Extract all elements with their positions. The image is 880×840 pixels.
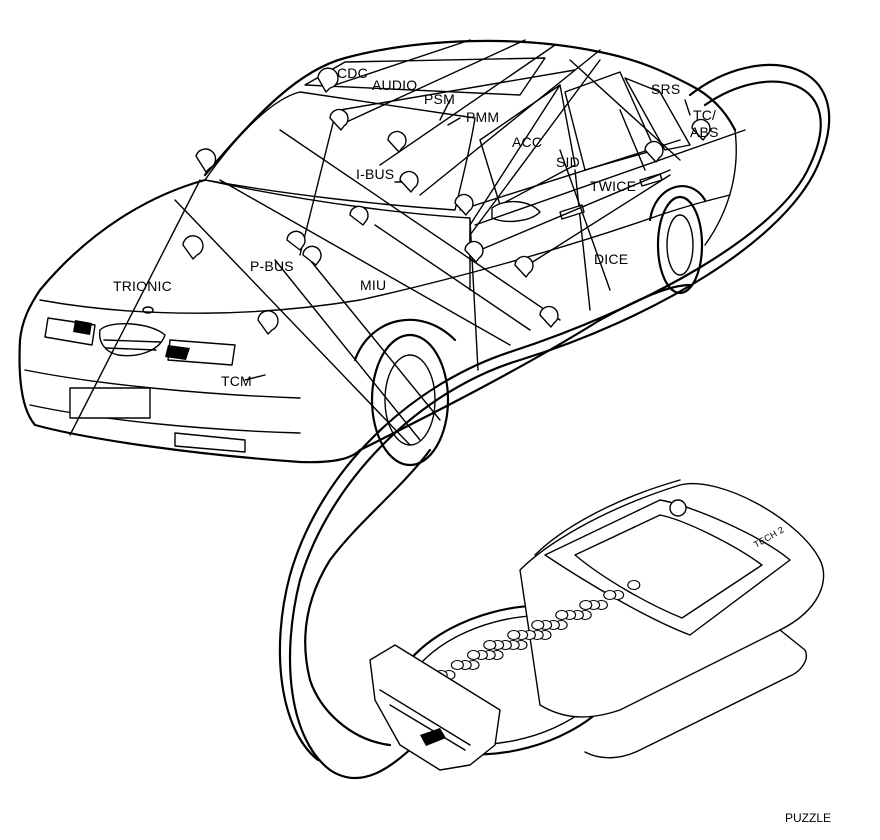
puzzle-knob-14 [539, 305, 559, 328]
puzzle-network-lines [69, 39, 746, 446]
puzzle-knob-11 [257, 310, 279, 335]
figure-caption: PUZZLE [785, 811, 831, 825]
car-side-sill [358, 283, 692, 452]
car-hood-emblem [142, 306, 154, 314]
label-twice: TWICE [590, 178, 636, 194]
puzzle-knob-3 [387, 130, 407, 153]
car-door-handle-rear [639, 173, 663, 187]
label-psm: PSM [424, 91, 455, 107]
label-audio: AUDIO [372, 77, 417, 93]
tool-connector-plug [420, 728, 446, 746]
car-front-outline [18, 338, 362, 464]
puzzle-knob-10 [302, 245, 322, 266]
label-i-bus: I-BUS [356, 166, 394, 182]
tool-screen [574, 514, 763, 619]
tool-key [467, 649, 481, 661]
cable-front [304, 448, 432, 747]
tool-key [555, 609, 569, 621]
car-lower-vent [174, 432, 246, 453]
car-fog-light-right [165, 345, 190, 360]
car-license-plate [69, 387, 151, 419]
car-windshield [204, 91, 476, 211]
car-bumper-lower [29, 404, 301, 434]
car-roof-outline [203, 39, 737, 177]
label-dice: DICE [594, 251, 628, 267]
tech2-diagnostic-tool: TECH 2 [369, 479, 825, 771]
cable-main-outer [288, 64, 831, 780]
car-hood-line [204, 179, 471, 263]
puzzle-knob-1 [317, 67, 339, 93]
car-fog-light-left [73, 320, 92, 335]
tool-logo [669, 499, 687, 517]
puzzle-knob-16 [691, 118, 711, 141]
label-miu: MIU [360, 277, 386, 293]
tool-key [531, 619, 545, 631]
puzzle-knob-12 [464, 240, 484, 263]
car-door-line-rear [574, 169, 591, 311]
puzzle-knob-6 [454, 193, 474, 216]
car-side-crease [359, 194, 731, 301]
tool-key [603, 589, 617, 601]
puzzle-knob-15 [644, 140, 664, 163]
puzzle-knob-9 [286, 230, 306, 251]
cable-main-inner [278, 80, 822, 762]
puzzle-knob-2 [329, 108, 349, 131]
tool-key [627, 579, 641, 591]
tool-key [579, 599, 593, 611]
diagnostic-cables [278, 64, 831, 780]
tool-key [450, 659, 464, 671]
label-srs: SRS [651, 81, 680, 97]
puzzle-knob-8 [182, 235, 204, 260]
puzzle-knobs [182, 67, 711, 335]
tool-key [507, 629, 521, 641]
puzzle-knob-13 [514, 255, 534, 278]
label-acc: ACC [512, 134, 542, 150]
car-bumper-line [24, 369, 301, 399]
car-front-wheel [353, 318, 457, 467]
tool-keypad [418, 579, 641, 691]
car-illustration [18, 39, 737, 467]
label-p-bus: P-BUS [250, 258, 294, 274]
car-rear-wheel [648, 185, 707, 295]
label-cdc: CDC [337, 65, 368, 81]
car-hood-outline [18, 178, 207, 342]
puzzle-knob-7 [195, 148, 217, 173]
tool-connector-head [369, 644, 501, 771]
label-pmm: PMM [466, 109, 499, 125]
label-tcm: TCM [221, 373, 252, 389]
puzzle-knob-5 [349, 205, 369, 226]
label-tc-abs-line1: TC/ [693, 107, 716, 123]
label-sid: SID [556, 154, 580, 170]
car-quarter-window [624, 77, 691, 151]
label-trionic: TRIONIC [113, 278, 172, 294]
puzzle-knob-4 [399, 170, 419, 193]
car-rear-body [704, 129, 737, 246]
tool-key [483, 639, 497, 651]
label-tc-abs-line2: ABS [690, 124, 719, 140]
module-labels: CDC AUDIO PSM PMM SRS TC/ ABS ACC I-BUS … [113, 65, 719, 389]
car-hood-crease [39, 299, 361, 314]
